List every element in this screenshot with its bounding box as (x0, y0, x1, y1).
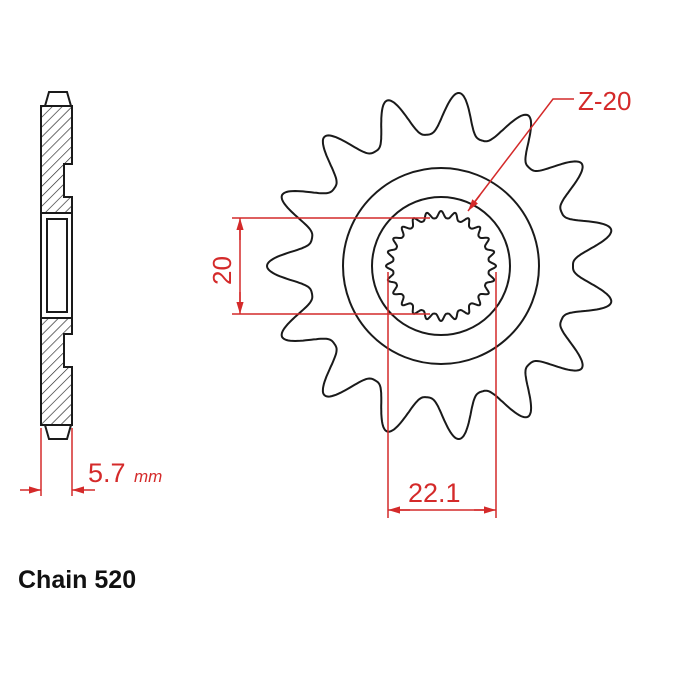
side-hub-inner (46, 218, 68, 313)
chain-size-caption: Chain 520 (18, 566, 137, 594)
spline-height-label: 20 (207, 256, 237, 285)
sprocket-outline (265, 92, 613, 440)
spline-bore (384, 209, 498, 323)
spline-height-dimension (232, 217, 430, 315)
thickness-dimension (20, 428, 95, 496)
hub-outer-circle (342, 167, 540, 365)
spline-width-dimension (387, 272, 497, 518)
side-upper-section (40, 105, 73, 214)
spline-leader (467, 98, 574, 212)
front-view (265, 92, 613, 440)
side-lower-section (40, 317, 73, 426)
hub-inner-circle (371, 196, 511, 336)
side-bottom-tooth (43, 424, 73, 440)
side-top-tooth (43, 91, 73, 107)
side-view (40, 91, 73, 440)
spline-spec-label: Z-20 (578, 86, 631, 116)
thickness-value: 5.7 (88, 458, 126, 488)
spline-width-label: 22.1 (408, 478, 461, 508)
thickness-unit: mm (134, 467, 162, 486)
